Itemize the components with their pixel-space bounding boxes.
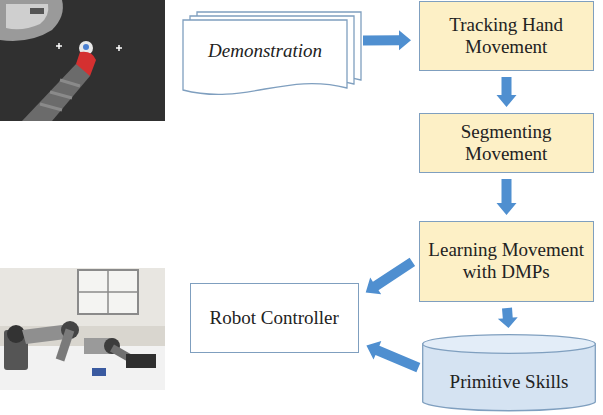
block-arrow xyxy=(497,179,517,215)
node-label-area: Demonstration xyxy=(183,20,347,82)
arrow-shape xyxy=(497,179,517,215)
node-label: Demonstration xyxy=(202,40,328,62)
document-stack: Demonstration xyxy=(183,12,361,98)
node-label: Segmenting Movement xyxy=(420,121,592,165)
robot-photo xyxy=(0,268,165,390)
arrow-shape xyxy=(498,308,518,328)
process-box: Tracking Hand Movement xyxy=(419,1,594,71)
node-label-area: Segmenting Movement xyxy=(420,114,592,171)
node-label-area: Tracking Hand Movement xyxy=(420,2,592,69)
controller-box: Robot Controller xyxy=(190,283,359,353)
node-label: Tracking Hand Movement xyxy=(420,14,592,58)
block-arrow xyxy=(363,30,411,50)
block-arrow xyxy=(366,341,420,372)
node-label: Learning Movement with DMPs xyxy=(420,239,592,283)
block-arrow xyxy=(366,258,415,295)
demonstration-photo xyxy=(0,0,165,121)
node-label-area: Primitive Skills xyxy=(422,356,596,408)
arrow-shape xyxy=(363,30,411,50)
block-arrow xyxy=(498,308,518,328)
arrow-shape xyxy=(366,341,420,372)
arrow-shape xyxy=(497,77,517,107)
node-label-area: Robot Controller xyxy=(191,284,357,351)
process-box: Learning Movement with DMPs xyxy=(419,221,594,302)
database-cylinder: Primitive Skills xyxy=(422,334,596,412)
node-label-area: Learning Movement with DMPs xyxy=(420,222,592,300)
arrow-shape xyxy=(366,258,415,295)
process-box: Segmenting Movement xyxy=(419,113,594,173)
block-arrow xyxy=(497,77,517,107)
node-label: Robot Controller xyxy=(204,307,345,329)
node-label: Primitive Skills xyxy=(444,371,575,393)
